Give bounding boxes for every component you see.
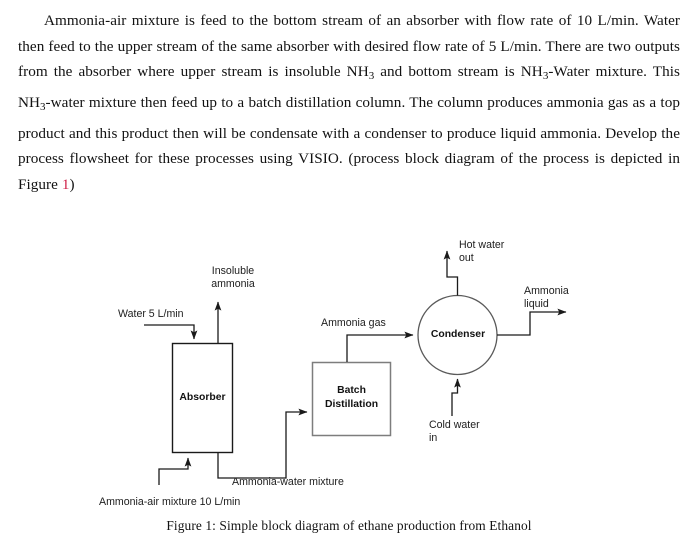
subscript-nh3-first: 3 [368, 70, 375, 83]
stream-cold-water-in-line [451, 378, 461, 416]
batch-distillation-block-label: Batch Distillation [324, 385, 379, 410]
figure-caption: Figure 1: Simple block diagram of ethane… [166, 518, 532, 533]
stream-ammonia-liquid-line [497, 308, 567, 336]
process-block-diagram: Absorber Batch Distillation Condenser Wa… [0, 226, 698, 511]
paragraph-text-tail: ) [69, 175, 75, 193]
label-hot-water-out: Hot water out [459, 239, 505, 265]
stream-ammonia-water-mixture-line [217, 408, 308, 479]
diagram-canvas [144, 250, 567, 485]
label-water-feed: Water 5 L/min [118, 308, 184, 320]
label-ammonia-liquid: Ammonia liquid [524, 285, 569, 311]
stream-ammonia-gas-line [346, 331, 414, 362]
figure-reference-link[interactable]: 1 [61, 175, 70, 193]
label-cold-water-in: Cold water in [429, 419, 480, 445]
absorber-block-label: Absorber [179, 392, 226, 403]
body-paragraph: Ammonia-air mixture is feed to the botto… [18, 8, 680, 197]
label-ammonia-gas: Ammonia gas [321, 317, 386, 329]
paragraph-text-part-3: -Water mixture. This NH [18, 63, 680, 111]
paragraph-text-part-4: -water mixture then feed up to a batch d… [18, 93, 680, 193]
stream-ammonia-air-feed-line [158, 457, 192, 485]
label-insoluble-ammonia: Insoluble ammonia [211, 265, 255, 291]
stream-hot-water-out-line [443, 250, 459, 296]
label-ammonia-air-feed: Ammonia-air mixture 10 L/min [99, 496, 241, 508]
stream-water-feed-line [144, 324, 198, 340]
absorber-block-shape [171, 342, 234, 454]
batch-distillation-block-shape [311, 361, 392, 437]
condenser-block-label: Condenser [430, 329, 486, 340]
paragraph-text-part-2: and bottom stream is NH [374, 63, 543, 81]
subscript-nh3-second: 3 [542, 70, 549, 83]
subscript-nh3-third: 3 [40, 100, 46, 113]
paragraph-text-part-1: Ammonia-air mixture is feed to the botto… [18, 12, 680, 81]
label-ammonia-water-mixture: Ammonia-water mixture [232, 476, 344, 488]
